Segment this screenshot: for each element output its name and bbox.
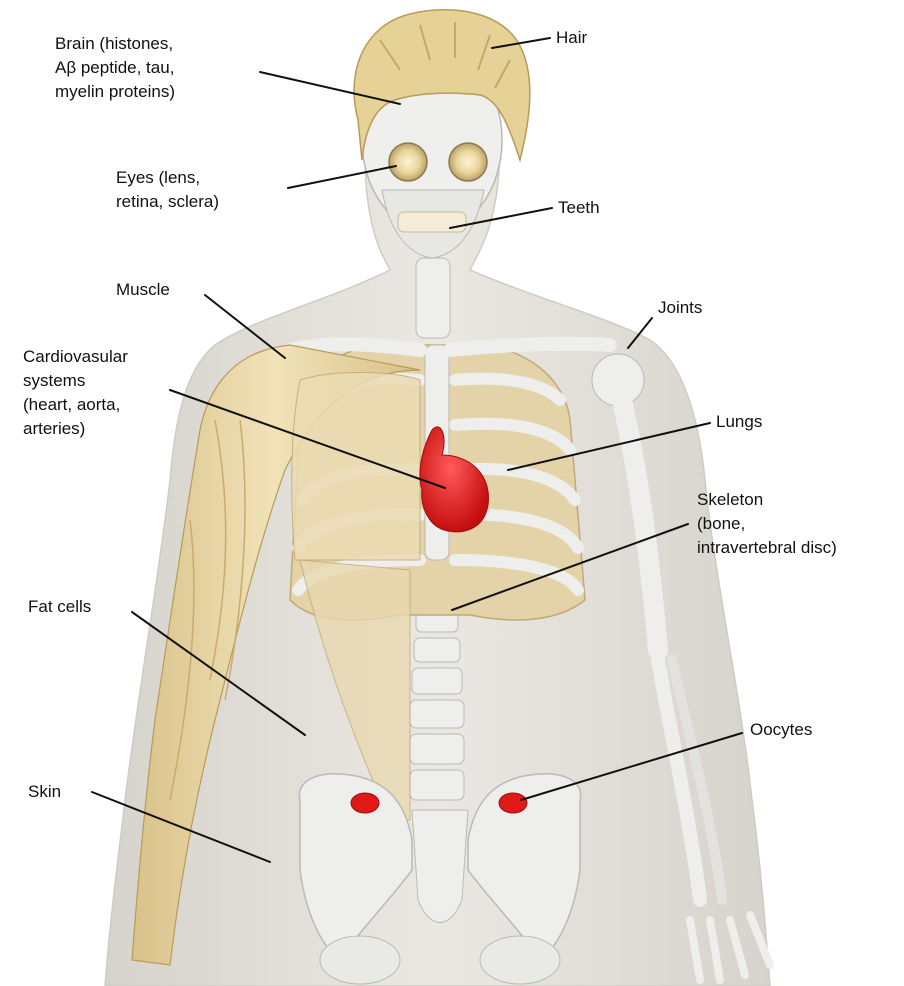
label-fat-cells: Fat cells [28,595,91,619]
label-teeth: Teeth [558,196,600,220]
label-skin: Skin [28,780,61,804]
label-brain: Brain (histones, Aβ peptide, tau, myelin… [55,32,175,104]
label-muscle: Muscle [116,278,170,302]
label-joints: Joints [658,296,702,320]
label-cardiovascular: Cardiovasular systems (heart, aorta, art… [23,345,128,441]
label-lungs: Lungs [716,410,762,434]
label-eyes: Eyes (lens, retina, sclera) [116,166,219,214]
label-hair: Hair [556,26,587,50]
label-skeleton: Skeleton (bone, intravertebral disc) [697,488,837,560]
label-oocytes: Oocytes [750,718,812,742]
